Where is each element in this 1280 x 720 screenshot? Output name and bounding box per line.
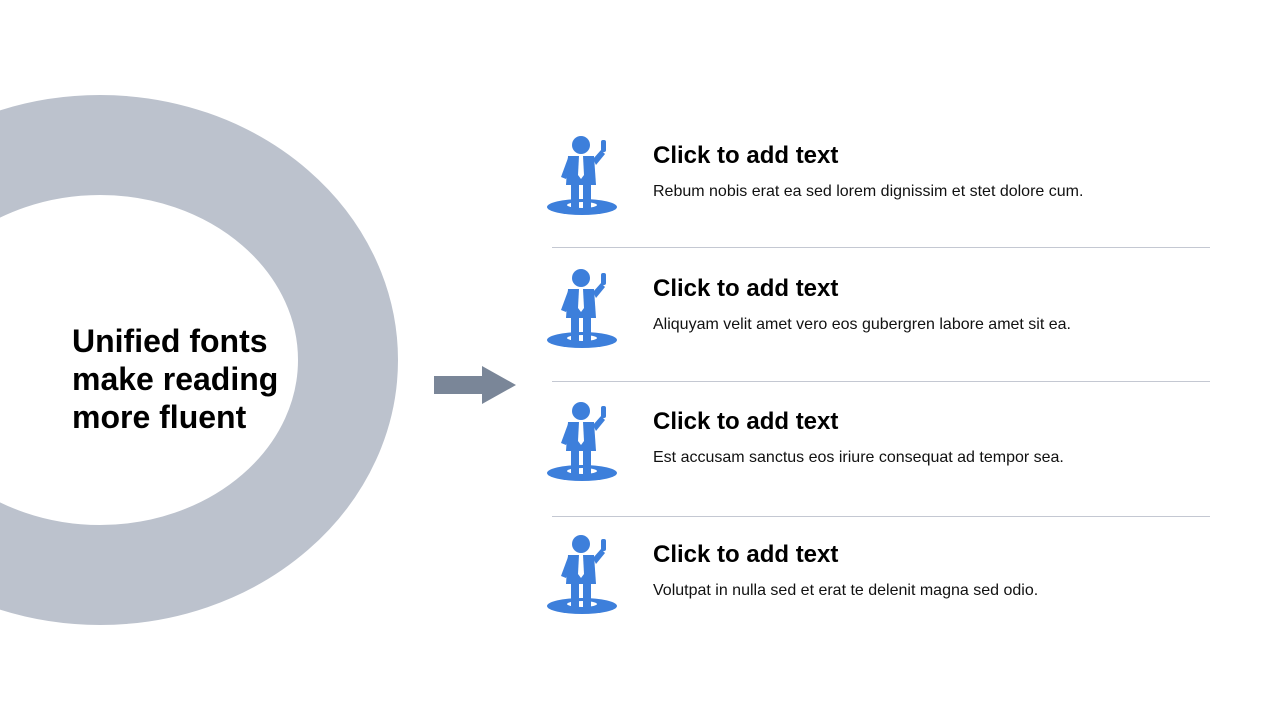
item-title[interactable]: Click to add text xyxy=(653,408,839,435)
divider xyxy=(552,247,1210,248)
main-title: Unified fonts make reading more fluent xyxy=(72,323,279,435)
item-description[interactable]: Volutpat in nulla sed et erat te delenit… xyxy=(653,582,1039,599)
divider xyxy=(552,516,1210,517)
item-title[interactable]: Click to add text xyxy=(653,142,839,169)
list-item: Click to add text Est accusam sanctus eo… xyxy=(540,401,1220,501)
item-title[interactable]: Click to add text xyxy=(653,275,839,302)
item-title[interactable]: Click to add text xyxy=(653,541,839,568)
businessman-icon xyxy=(547,402,617,481)
list-item: Click to add text Aliquyam velit amet ve… xyxy=(540,268,1220,368)
list-item: Click to add text Rebum nobis erat ea se… xyxy=(540,135,1220,235)
divider xyxy=(552,381,1210,382)
businessman-icon xyxy=(547,535,617,614)
item-description[interactable]: Aliquyam velit amet vero eos gubergren l… xyxy=(653,316,1071,333)
businessman-icon xyxy=(547,136,617,215)
arrow-right-icon xyxy=(434,366,516,404)
item-description[interactable]: Rebum nobis erat ea sed lorem dignissim … xyxy=(653,183,1084,200)
list-item: Click to add text Volutpat in nulla sed … xyxy=(540,534,1220,634)
businessman-icon xyxy=(547,269,617,348)
ring-shape xyxy=(0,95,398,625)
item-description[interactable]: Est accusam sanctus eos iriure consequat… xyxy=(653,449,1064,466)
